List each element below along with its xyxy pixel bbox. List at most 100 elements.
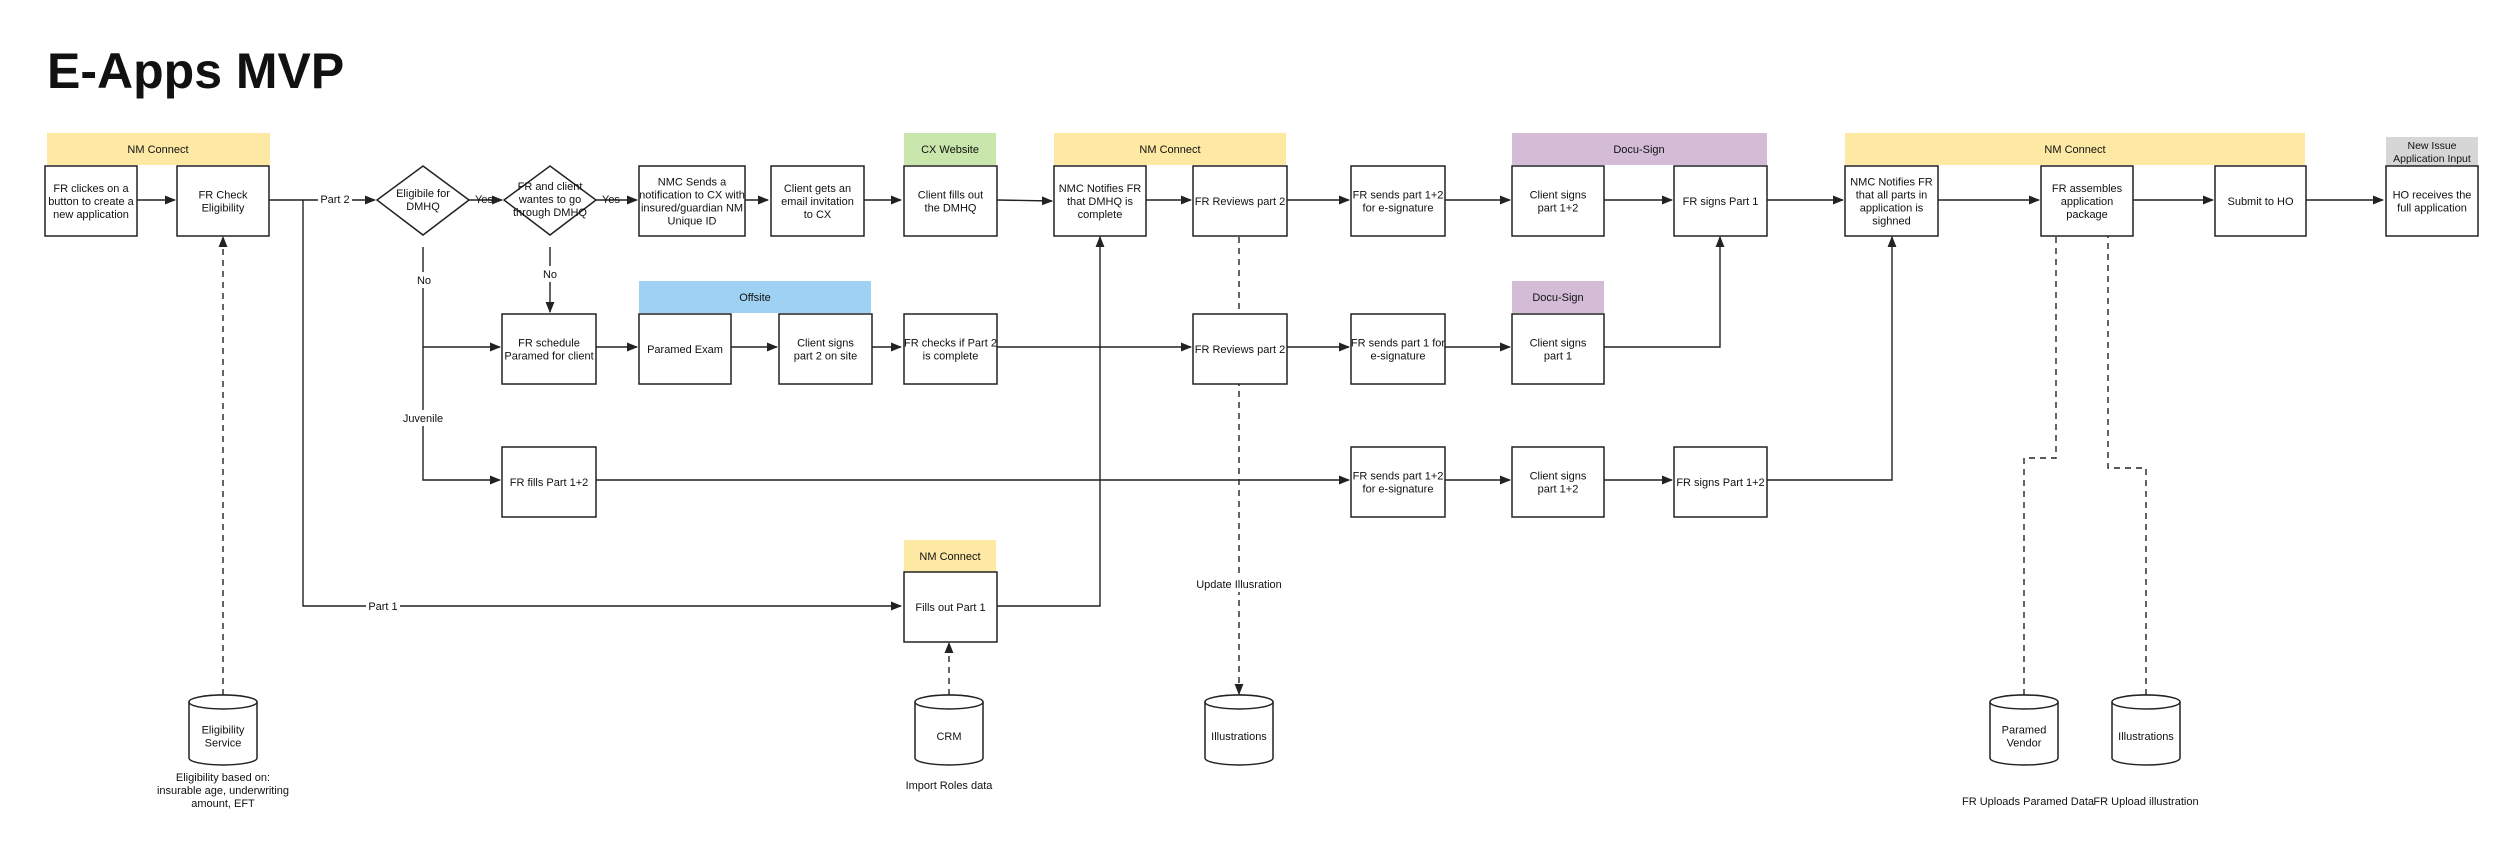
process-label: FR Reviews part 2	[1195, 344, 1285, 356]
process-label: FR schedule	[518, 338, 580, 350]
edge-label-yes1: Yes	[475, 194, 493, 206]
svg-text:wantes to go: wantes to go	[518, 194, 581, 206]
edge-labels: Part 2 Yes Yes No No Juvenile Part 1 Upd…	[318, 191, 1282, 614]
edge-label-update-illustration: Update Illusration	[1196, 579, 1282, 591]
svg-text:Docu-Sign: Docu-Sign	[1613, 144, 1664, 156]
process-fr-signs-1: FR signs Part 1	[1673, 165, 1768, 237]
process-label: Client signs	[1530, 190, 1587, 202]
database-crm: CRM	[914, 694, 984, 766]
process-label: that all parts in	[1856, 190, 1928, 202]
process-label: FR sends part 1+2	[1353, 190, 1444, 202]
process-label: FR sends part 1 for	[1351, 338, 1445, 350]
process-label: Fills out Part 1	[915, 602, 985, 614]
process-label: to CX	[804, 209, 832, 221]
process-label: for e-signature	[1363, 203, 1434, 215]
process-label: Client signs	[797, 338, 854, 350]
connectors	[136, 195, 2385, 611]
dashed-connectors	[218, 224, 2147, 696]
svg-text:Docu-Sign: Docu-Sign	[1532, 292, 1583, 304]
edge-label-part2: Part 2	[320, 194, 349, 206]
process-label: Unique ID	[668, 216, 717, 228]
lane-nm-connect-1: NM Connect	[47, 133, 270, 165]
process-label: Client signs	[1530, 338, 1587, 350]
lane-new-issue: New Issue Application Input	[2386, 137, 2478, 167]
process-label: NMC Sends a	[658, 177, 727, 189]
process-fr-signs-3: FR signs Part 1+2	[1673, 446, 1768, 518]
svg-text:Eligibile for: Eligibile for	[396, 188, 450, 200]
edge-label-part1: Part 1	[368, 601, 397, 613]
process-label: part 1+2	[1538, 203, 1579, 215]
svg-text:through DMHQ: through DMHQ	[513, 207, 587, 219]
process-label: NMC Notifies FR	[1059, 183, 1142, 195]
process-label: button to create a	[48, 196, 134, 208]
process-label: e-signature	[1370, 351, 1425, 363]
edge-label-no2: No	[543, 269, 557, 281]
svg-text:Offsite: Offsite	[739, 292, 771, 304]
process-label: FR signs Part 1+2	[1676, 477, 1764, 489]
decision-wants-dmhq: FR and client wantes to go through DMHQ	[502, 165, 598, 236]
note-eligibility: Eligibility based on:	[176, 772, 270, 784]
database-illustrations-1: Illustrations	[1204, 694, 1274, 766]
process-label: application is	[1860, 203, 1924, 215]
edge-label-no1: No	[417, 275, 431, 287]
database-label: CRM	[936, 731, 961, 743]
svg-text:CX Website: CX Website	[921, 144, 979, 156]
notes: Eligibility based on: insurable age, und…	[157, 772, 2199, 810]
database-label: Eligibility	[202, 725, 245, 737]
note-eligibility-2: insurable age, underwriting	[157, 785, 289, 797]
database-label: Paramed	[2002, 725, 2047, 737]
process-label: FR Reviews part 2	[1195, 196, 1285, 208]
process-label: FR checks if Part 2	[904, 338, 997, 350]
process-label: sighned	[1872, 216, 1911, 228]
process-label: Submit to HO	[2227, 196, 2293, 208]
database-illustrations-2: Illustrations	[2111, 694, 2181, 766]
lane-nm-connect-3: NM Connect	[1845, 133, 2305, 165]
edge-label-juvenile: Juvenile	[403, 413, 443, 425]
lane-docusign-2: Docu-Sign	[1512, 281, 1604, 313]
process-label: package	[2066, 209, 2108, 221]
process-label: notification to CX with	[639, 190, 745, 202]
process-label: complete	[1078, 209, 1123, 221]
svg-text:Application Input: Application Input	[2393, 153, 2471, 165]
process-fr-reviews-2: FR Reviews part 2	[1192, 313, 1288, 385]
lane-docusign-1: Docu-Sign	[1512, 133, 1767, 165]
lane-nm-connect-4: NM Connect	[904, 540, 996, 572]
note-illustration-upload: FR Upload illustration	[2093, 796, 2198, 808]
process-fr-fills: FR fills Part 1+2	[501, 446, 597, 518]
page-title: E-Apps MVP	[47, 43, 345, 99]
process-label: FR assembles	[2052, 183, 2123, 195]
svg-text:NM Connect: NM Connect	[127, 144, 188, 156]
process-label: Client gets an	[784, 183, 851, 195]
svg-text:New Issue: New Issue	[2407, 140, 2456, 152]
process-label: new application	[53, 209, 129, 221]
process-label: part 1	[1544, 351, 1572, 363]
svg-text:FR and client: FR and client	[518, 181, 583, 193]
process-label: is complete	[923, 351, 979, 363]
process-label: FR clickes on a	[53, 183, 129, 195]
process-label: FR signs Part 1	[1683, 196, 1759, 208]
database-label: Illustrations	[1211, 731, 1267, 743]
process-paramed-exam: Paramed Exam	[638, 313, 732, 385]
process-submit-ho: Submit to HO	[2214, 165, 2307, 237]
process-label: email invitation	[781, 196, 854, 208]
process-label: Eligibility	[202, 203, 245, 215]
process-label: Paramed for client	[504, 351, 593, 363]
process-label: Client signs	[1530, 471, 1587, 483]
svg-text:NM Connect: NM Connect	[2044, 144, 2105, 156]
